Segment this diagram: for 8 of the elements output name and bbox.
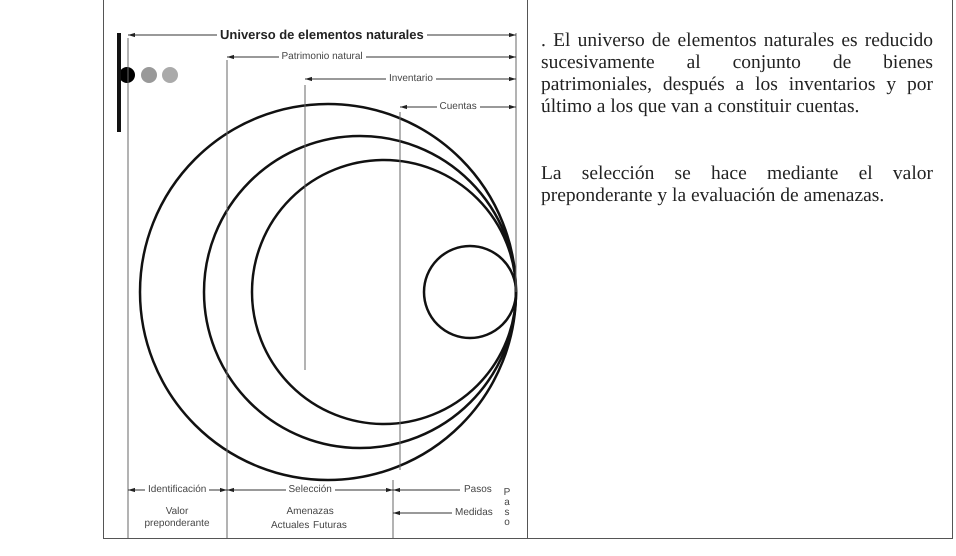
column-note: Amenazas (286, 506, 335, 518)
column-note: Actuales (270, 520, 310, 532)
paragraph: La selección se hace mediante el valor preponderante y la evaluación de amenazas. (541, 163, 933, 207)
dimension-label: Universo de elementos naturales (217, 27, 427, 42)
column-note: Futuras (312, 520, 348, 532)
column-note: Valor preponderante (143, 506, 211, 530)
paragraph: . El universo de elementos naturales es reducido sucesivamente al conjunto de bienes patrimoniales, después a los inventarios y por último a los que van a constituir cuentas. (541, 30, 933, 118)
column-note: Paso (503, 488, 511, 528)
